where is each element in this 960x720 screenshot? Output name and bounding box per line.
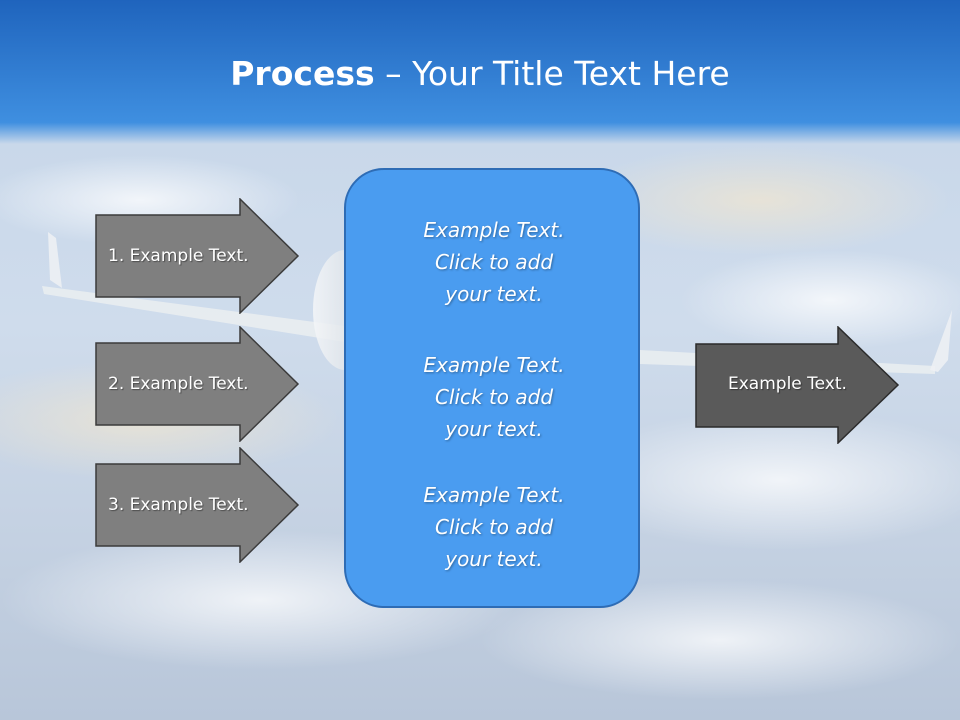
paragraph-line: your text. bbox=[445, 417, 543, 441]
paragraph-line: Example Text. bbox=[423, 483, 565, 507]
arrow-right-icon bbox=[695, 326, 900, 444]
paragraph-line: Click to add bbox=[434, 385, 554, 409]
left-arrow-2: 2. Example Text. bbox=[95, 326, 300, 442]
paragraph-line: Example Text. bbox=[423, 218, 565, 242]
paragraph-line: Example Text. bbox=[423, 353, 565, 377]
arrow-right-icon bbox=[95, 326, 300, 442]
left-arrow-1: 1. Example Text. bbox=[95, 198, 300, 314]
title-rest: – Your Title Text Here bbox=[374, 54, 730, 93]
slide-title: Process – Your Title Text Here bbox=[0, 52, 960, 96]
center-paragraph-1: Example Text. Click to add your text. bbox=[346, 214, 642, 310]
left-arrow-3: 3. Example Text. bbox=[95, 447, 300, 563]
paragraph-line: Click to add bbox=[434, 515, 554, 539]
left-arrow-label: 2. Example Text. bbox=[108, 374, 249, 394]
left-arrow-label: 1. Example Text. bbox=[108, 246, 249, 266]
center-text-box: Example Text. Click to add your text. Ex… bbox=[344, 168, 640, 608]
paragraph-line: Click to add bbox=[434, 250, 554, 274]
center-paragraph-2: Example Text. Click to add your text. bbox=[346, 349, 642, 445]
title-bold: Process bbox=[230, 54, 375, 93]
right-arrow-label: Example Text. bbox=[728, 374, 847, 394]
arrow-right-icon bbox=[95, 447, 300, 563]
center-paragraph-3: Example Text. Click to add your text. bbox=[346, 479, 642, 575]
left-arrow-label: 3. Example Text. bbox=[108, 495, 249, 515]
paragraph-line: your text. bbox=[445, 282, 543, 306]
arrow-right-icon bbox=[95, 198, 300, 314]
paragraph-line: your text. bbox=[445, 547, 543, 571]
right-arrow: Example Text. bbox=[695, 326, 900, 444]
